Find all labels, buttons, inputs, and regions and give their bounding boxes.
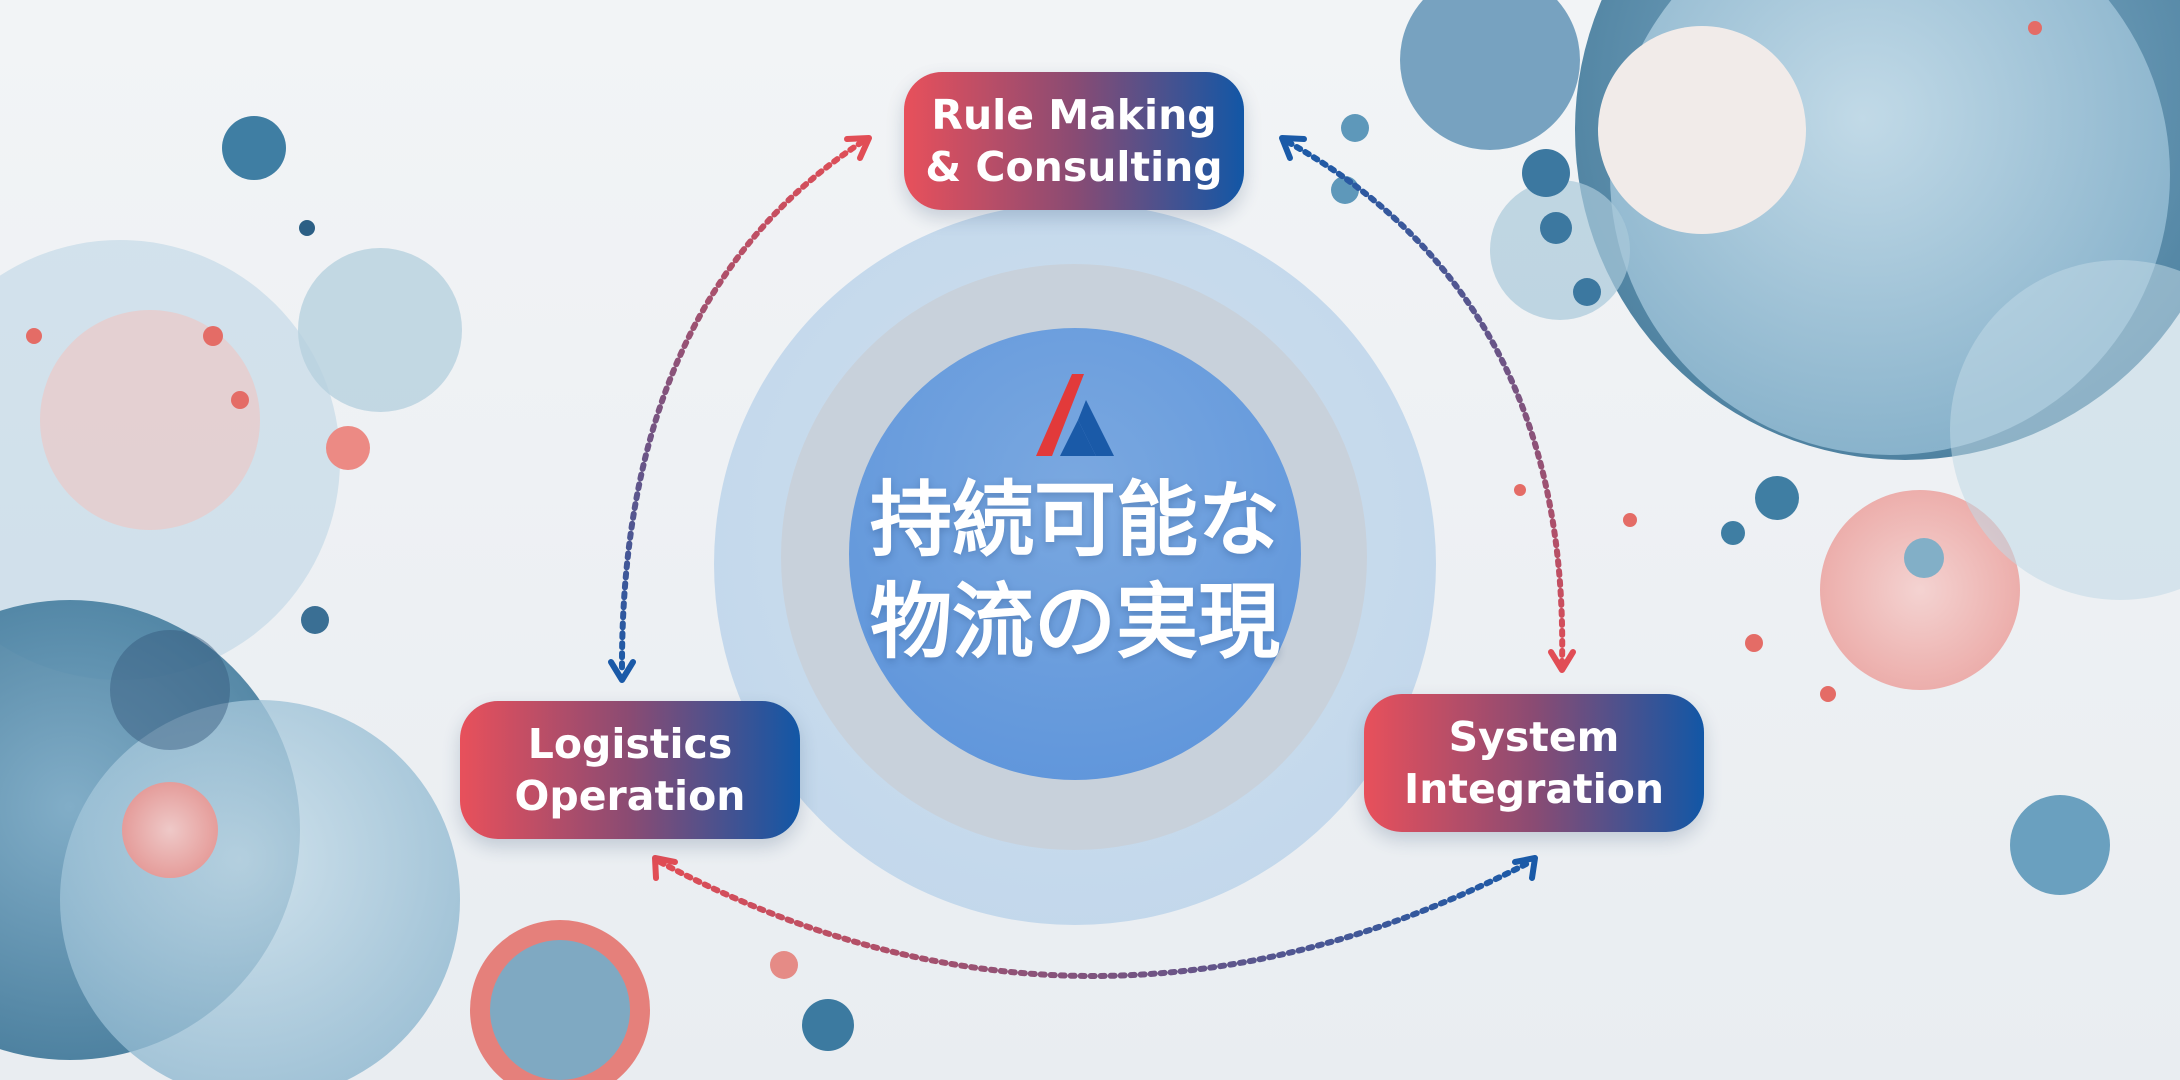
node-logistics-line-1: Logistics [527,720,733,768]
node-system-line-2: Integration [1403,765,1665,813]
node-logistics-operation: Logistics Operation [460,701,800,839]
arrow-logistics-to-system [657,859,1533,979]
center-title-line-2: 物流の実現 [869,575,1280,670]
arrowhead-top-right [1279,135,1307,161]
arrowhead-bottom-right [1512,855,1538,881]
node-rule-line-1: Rule Making [931,91,1217,139]
arrow-rule-to-system [1285,139,1566,667]
arrow-rule-to-logistics [618,139,865,675]
arrowhead-right-bottom [1548,649,1576,673]
node-rule-making-consulting: Rule Making & Consulting [904,72,1244,210]
node-rule-line-2: & Consulting [925,143,1223,191]
center-title-line-1: 持続可能な [869,473,1280,568]
arrowhead-left-bottom [608,659,636,683]
brand-logo-icon [1036,374,1114,456]
center-core-circle [849,328,1301,780]
node-system-integration: System Integration [1364,694,1704,832]
node-logistics-line-2: Operation [514,772,746,820]
arrowhead-top-left [844,135,872,161]
node-system-line-1: System [1448,713,1620,761]
center-title: 持続可能な 物流の実現 [849,470,1301,674]
arrowhead-bottom-left [652,855,678,881]
